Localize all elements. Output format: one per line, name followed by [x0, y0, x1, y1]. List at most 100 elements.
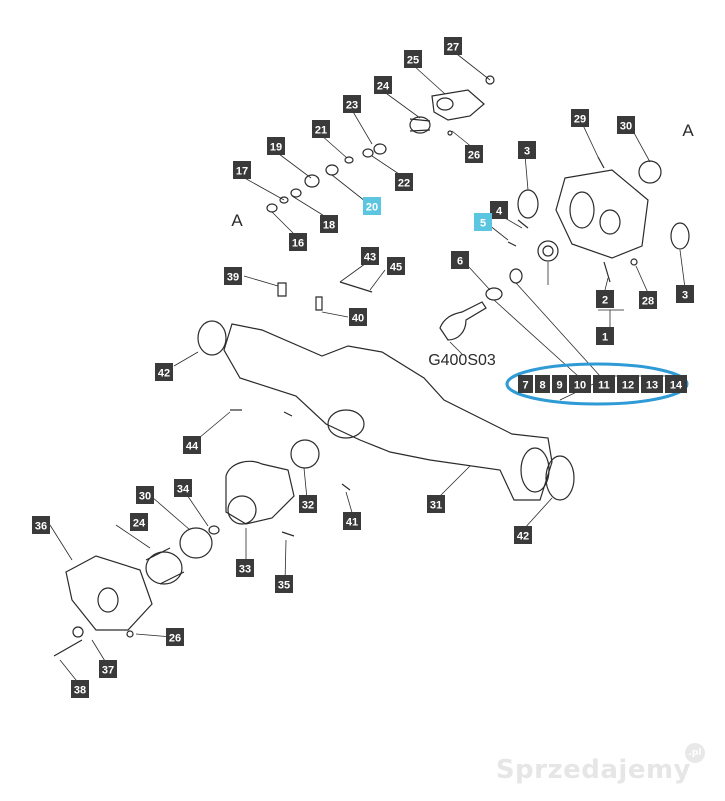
leader-lines	[49, 50, 686, 686]
callout-26-box	[166, 628, 184, 646]
parts-drawing	[53, 75, 690, 657]
callout-42-text: 42	[517, 531, 529, 543]
callout-34-box	[174, 479, 192, 497]
callout-40: 40	[349, 308, 367, 326]
callout-30-text: 30	[139, 491, 151, 503]
callout-28-box	[639, 291, 657, 309]
callout-26-text: 26	[468, 150, 480, 162]
callout-35: 35	[275, 575, 293, 593]
callout-26: 26	[465, 145, 483, 163]
callout-2-text: 2	[602, 295, 608, 307]
callout-44-text: 44	[186, 441, 199, 453]
callout-24-text: 24	[377, 81, 390, 93]
callout-4-box	[490, 201, 508, 219]
callout-30-box	[136, 486, 154, 504]
callout-36: 36	[32, 516, 50, 534]
callout-38-text: 38	[74, 685, 86, 697]
callout-20-box	[363, 197, 381, 215]
callout-9-box	[552, 375, 567, 393]
callout-11-text: 11	[598, 380, 610, 392]
callout-6-box	[451, 251, 469, 269]
callout-18-box	[320, 215, 338, 233]
callout-32: 32	[299, 495, 317, 513]
callout-9-text: 9	[556, 380, 562, 392]
callout-31-box	[427, 495, 445, 513]
callout-23: 23	[343, 95, 361, 113]
callout-26-text: 26	[169, 633, 181, 645]
callout-3: 3	[676, 285, 694, 303]
callout-17-text: 17	[236, 166, 248, 178]
callout-24-box	[374, 76, 392, 94]
callout-5: 5	[474, 213, 492, 231]
callout-22-box	[395, 173, 413, 191]
callout-37-text: 37	[102, 665, 114, 677]
callout-26: 26	[166, 628, 184, 646]
callout-24: 24	[130, 513, 148, 531]
callout-40-text: 40	[352, 313, 364, 325]
callout-4: 4	[490, 201, 508, 219]
callout-14-box	[665, 375, 687, 393]
callout-16-box	[289, 233, 307, 251]
callout-6-text: 6	[457, 256, 463, 268]
callout-39-box	[224, 267, 242, 285]
callout-26-box	[465, 145, 483, 163]
callout-16-text: 16	[292, 238, 304, 250]
callout-layer: 1233456161718192021222324242526262728293…	[32, 37, 694, 698]
callout-38-box	[71, 680, 89, 698]
callout-27-text: 27	[447, 42, 459, 54]
callout-24-box	[130, 513, 148, 531]
callout-22-text: 22	[398, 178, 410, 190]
callout-3-text: 3	[682, 290, 688, 302]
callout-42-box	[155, 363, 173, 381]
callout-17-box	[233, 161, 251, 179]
callout-43-text: 43	[364, 252, 376, 264]
callout-25: 25	[404, 50, 422, 68]
callout-16: 16	[289, 233, 307, 251]
callout-37: 37	[99, 660, 117, 678]
callout-14-text: 14	[670, 380, 683, 392]
callout-13-text: 13	[646, 380, 658, 392]
callout-7: 7	[518, 375, 533, 393]
callout-30-box	[617, 116, 635, 134]
watermark-text: Sprzedajemy	[495, 755, 691, 785]
callout-10: 10	[569, 375, 591, 393]
callout-36-box	[32, 516, 50, 534]
callout-43: 43	[361, 247, 379, 265]
callout-3: 3	[518, 141, 536, 159]
diagram-code: G400S03	[428, 352, 496, 369]
callout-42: 42	[514, 526, 532, 544]
callout-42-text: 42	[158, 368, 170, 380]
callout-10-text: 10	[574, 380, 586, 392]
callout-45-box	[387, 257, 405, 275]
callout-31: 31	[427, 495, 445, 513]
callout-11: 11	[593, 375, 615, 393]
callout-13-box	[641, 375, 663, 393]
callout-1-box	[596, 327, 614, 345]
callout-28-text: 28	[642, 296, 654, 308]
callout-1-text: 1	[602, 332, 608, 344]
callout-39-text: 39	[227, 272, 239, 284]
callout-10-box	[569, 375, 591, 393]
callout-22: 22	[395, 173, 413, 191]
callout-3-box	[518, 141, 536, 159]
callout-9: 9	[552, 375, 567, 393]
callout-21-box	[312, 120, 330, 138]
callout-37-box	[99, 660, 117, 678]
callout-18-text: 18	[323, 220, 335, 232]
callout-32-box	[299, 495, 317, 513]
callout-41: 41	[343, 512, 361, 530]
callout-11-box	[593, 375, 615, 393]
callout-23-text: 23	[346, 100, 358, 112]
callout-33-text: 33	[239, 564, 251, 576]
callout-20-text: 20	[366, 202, 378, 214]
callout-42: 42	[155, 363, 173, 381]
callout-31-text: 31	[430, 500, 442, 512]
callout-41-text: 41	[346, 517, 358, 529]
callout-39: 39	[224, 267, 242, 285]
callout-30: 30	[617, 116, 635, 134]
callout-12-text: 12	[622, 380, 634, 392]
callout-12-box	[617, 375, 639, 393]
callout-5-box	[474, 213, 492, 231]
section-mark-a: A	[682, 121, 694, 140]
